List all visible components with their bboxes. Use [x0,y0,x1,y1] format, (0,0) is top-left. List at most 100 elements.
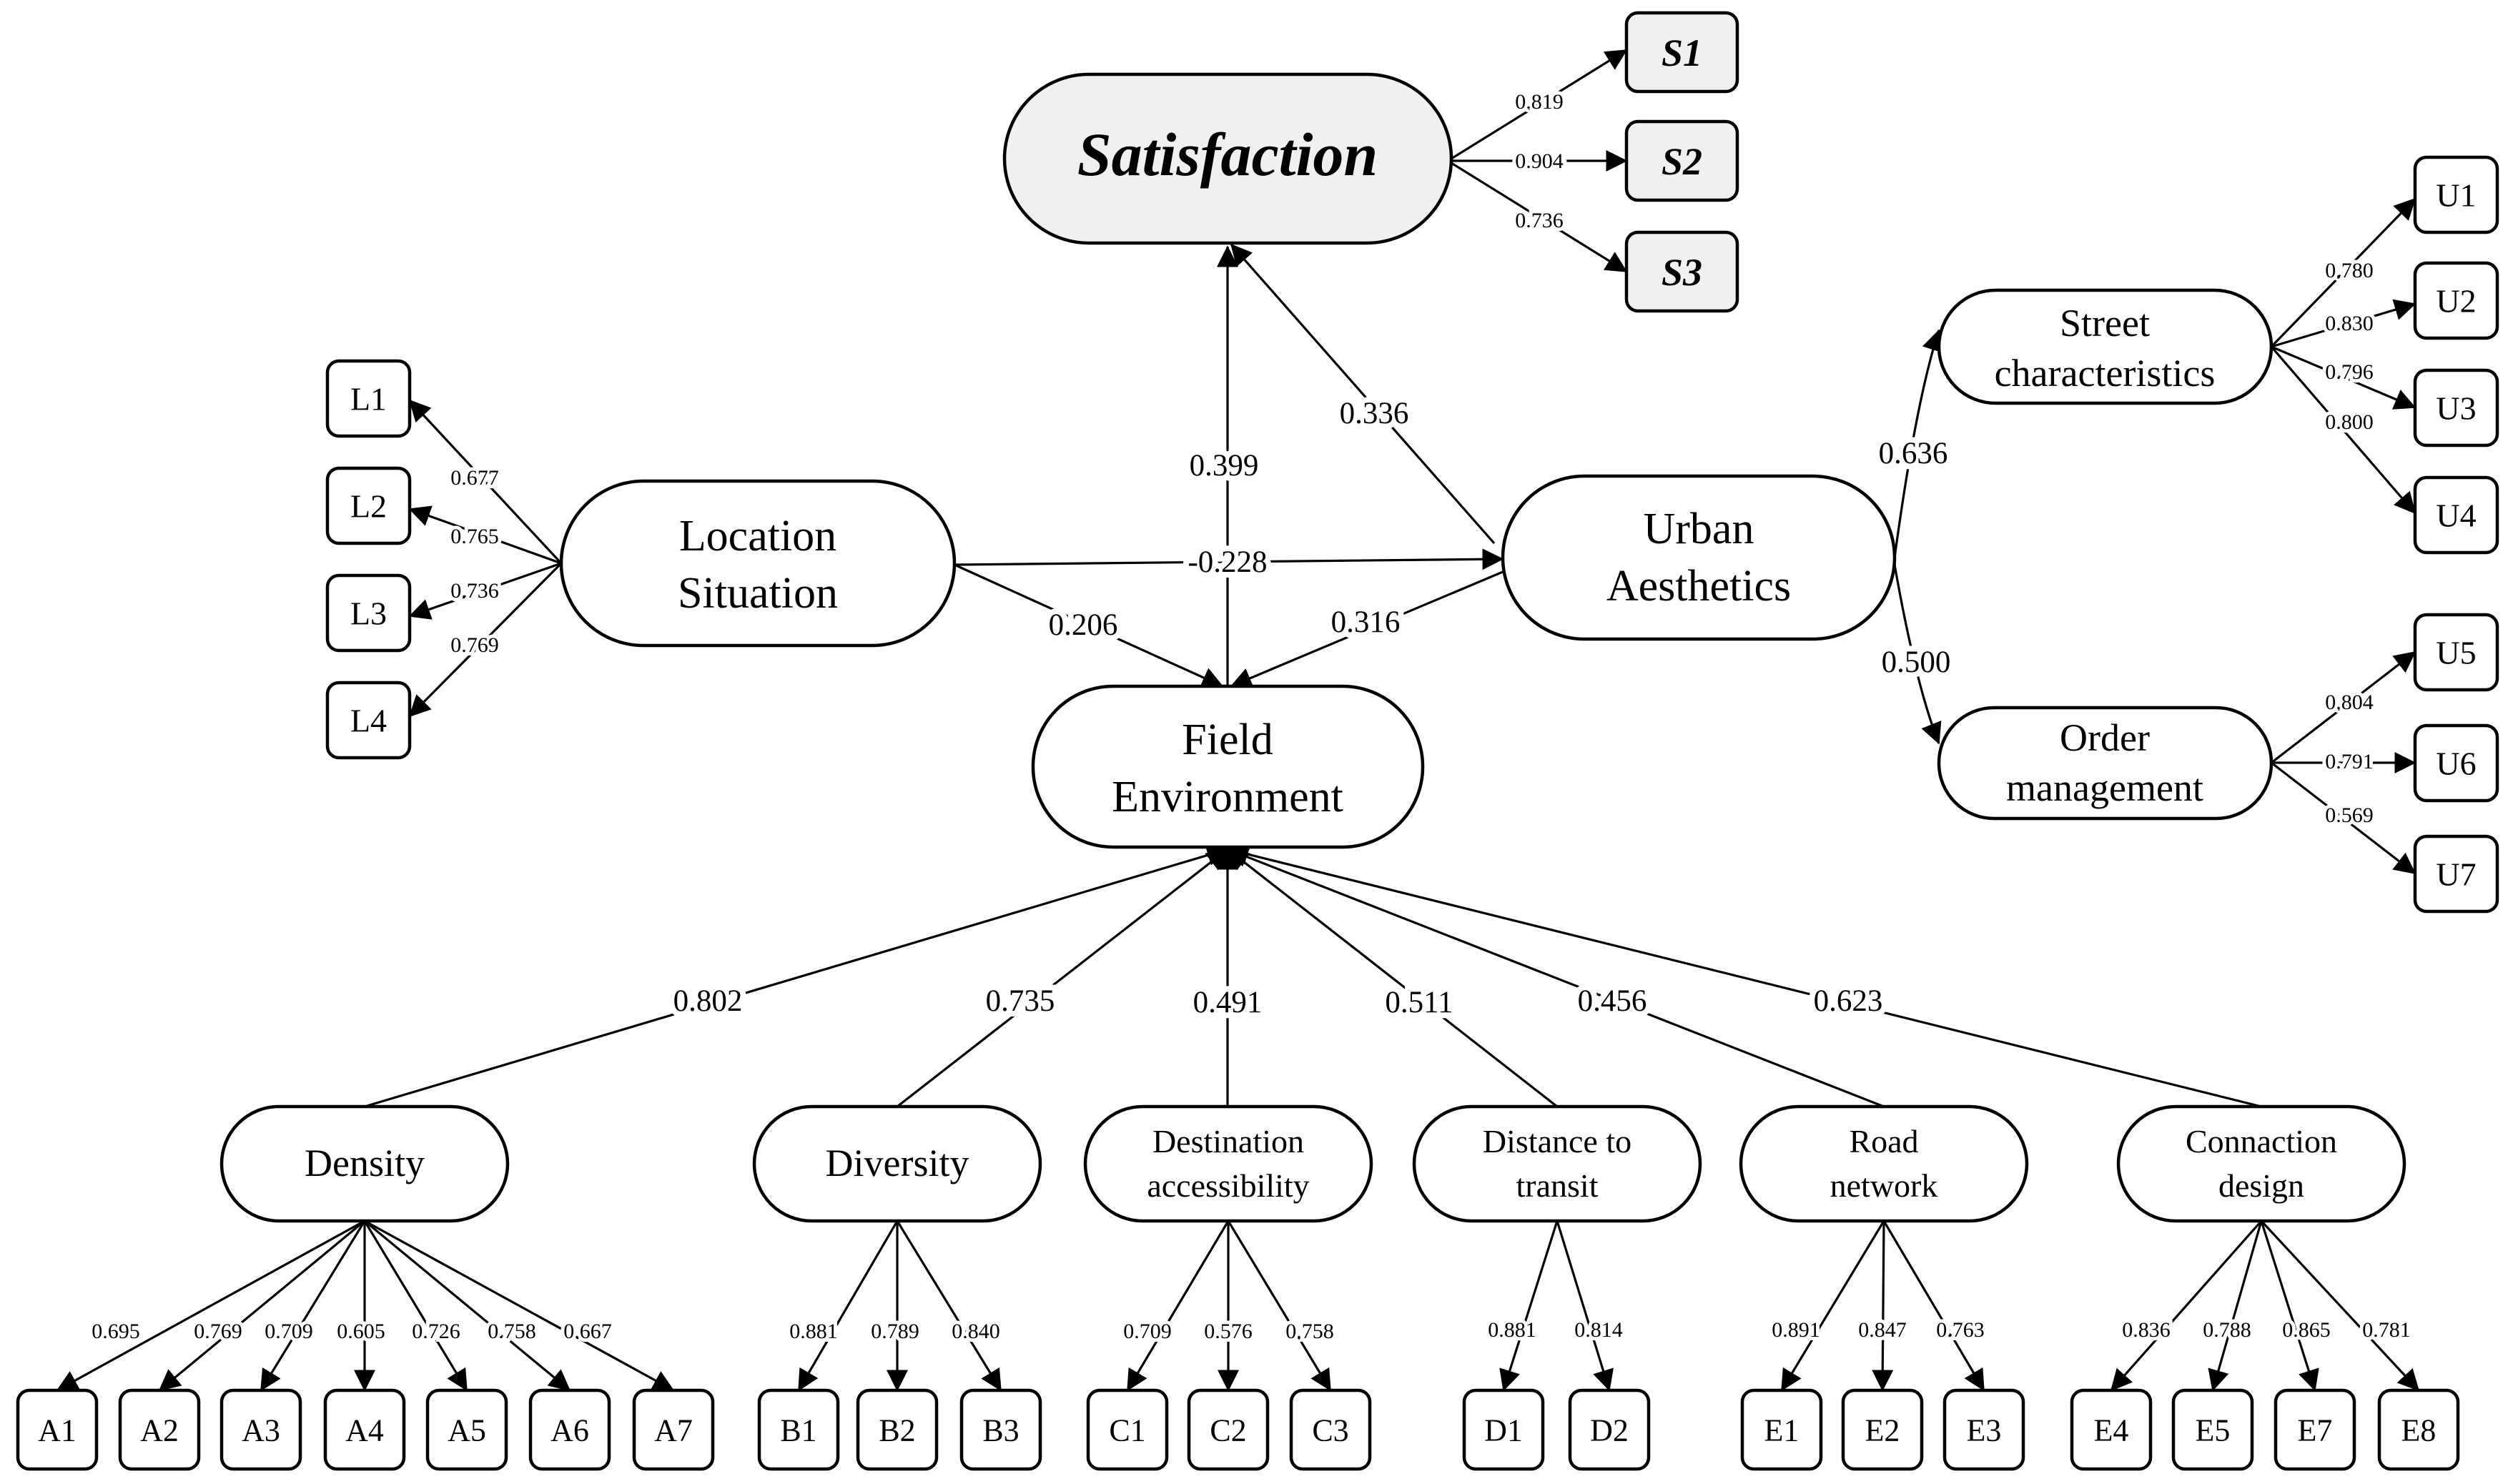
loading-arrow-l3 [408,562,562,620]
path-location-to-field [954,563,1224,688]
indicator-u4: U4 [2413,475,2499,555]
loading-arrow-e2 [1872,1220,1894,1392]
loading-b2: 0.789 [871,1320,919,1343]
construct-location-label-1: Location [679,512,836,560]
construct-connaction-design: Connaction design [2116,1104,2406,1223]
indicator-s3: S3 [1624,230,1739,313]
indicator-a1-label: A1 [38,1413,76,1448]
construct-distance-label-1: Distance to [1483,1123,1631,1159]
loading-u7: 0.569 [2325,803,2374,827]
indicator-e3-label: E3 [1967,1413,2002,1448]
construct-density-label: Density [305,1142,425,1184]
path-location-to-urban [954,548,1504,570]
loading-s2: 0.904 [1515,149,1564,173]
loading-a4: 0.605 [337,1320,385,1343]
loading-arrow-e8 [2260,1220,2420,1392]
loading-a5: 0.726 [412,1320,460,1343]
indicator-u1-label: U1 [2436,177,2476,214]
path-connaction [1226,844,2262,1108]
loading-l4: 0.769 [450,633,499,657]
indicator-e7: E7 [2274,1388,2356,1471]
loading-u5: 0.804 [2325,691,2374,714]
indicator-a2-label: A2 [140,1413,179,1448]
indicator-l2-label: L2 [350,488,387,525]
indicator-e1: E1 [1740,1388,1823,1471]
loading-a6: 0.758 [488,1320,536,1343]
construct-diversity: Diversity [752,1104,1042,1223]
loading-arrow-u3 [2271,345,2416,410]
constructs: Satisfaction Location Situation Urban Ae… [219,72,2406,1223]
construct-distance-to-transit: Distance to transit [1412,1104,1702,1223]
construct-urban-label-2: Aesthetics [1606,562,1791,610]
coef-location-to-urban: -0.228 [1188,545,1267,579]
indicator-a7: A7 [632,1388,715,1471]
indicator-u7-label: U7 [2436,856,2476,893]
loading-s3: 0.736 [1515,209,1564,232]
indicator-b3: B3 [959,1388,1042,1471]
loading-arrow-u4 [2270,345,2416,515]
indicator-l4: L4 [325,681,412,760]
indicator-u1: U1 [2413,155,2499,234]
indicator-l1-label: L1 [350,381,387,417]
loading-c1: 0.709 [1123,1320,1172,1343]
coef-urban-to-satisfaction: 0.336 [1340,397,1409,430]
indicator-a5: A5 [425,1388,508,1471]
loading-u2: 0.830 [2325,312,2374,335]
loading-u3: 0.796 [2325,360,2374,384]
loading-u6: 0.791 [2325,750,2374,773]
coef-destination: 0.491 [1193,986,1263,1019]
indicator-e4: E4 [2070,1388,2153,1471]
indicator-a6-label: A6 [551,1413,589,1448]
construct-connaction-label-1: Connaction [2186,1123,2337,1159]
loading-arrow-e4 [2110,1220,2263,1392]
loading-l2: 0.765 [450,525,499,548]
coef-distance: 0.511 [1385,986,1453,1019]
indicator-c1: C1 [1086,1388,1169,1471]
indicator-l2: L2 [325,466,412,545]
loading-arrow-c1 [1126,1220,1230,1392]
path-urban-to-field [1230,570,1504,688]
indicator-u6-label: U6 [2436,746,2476,782]
loading-l1: 0.677 [450,466,499,490]
indicator-b2: B2 [856,1388,939,1471]
indicator-s2-label: S2 [1662,140,1702,183]
coef-field-to-satisfaction: 0.399 [1190,449,1259,483]
indicator-e8: E8 [2377,1388,2460,1471]
loading-arrow-b3 [896,1220,1002,1392]
indicator-c3-label: C3 [1312,1413,1348,1448]
loading-a2: 0.769 [194,1320,242,1343]
indicator-u3-label: U3 [2436,390,2476,427]
indicator-l3-label: L3 [350,595,387,632]
field-dimension-paths [364,844,2262,1108]
loading-arrow-d1 [1499,1220,1559,1392]
coef-urban-to-field: 0.316 [1331,605,1401,639]
indicator-b1: B1 [757,1388,840,1471]
loading-c3: 0.758 [1285,1320,1334,1343]
construct-destination-accessibility: Destination accessibility [1083,1104,1373,1223]
indicator-a7-label: A7 [654,1413,693,1448]
indicator-l3: L3 [325,573,412,653]
construct-street-label-2: characteristics [1995,352,2216,395]
construct-location-situation: Location Situation [559,479,957,648]
loading-arrow-l4 [408,562,563,718]
indicator-a6: A6 [528,1388,611,1471]
indicator-d2-label: D2 [1590,1413,1629,1448]
indicator-e1-label: E1 [1764,1413,1799,1448]
indicator-s2: S2 [1624,119,1739,202]
indicator-u4-label: U4 [2436,498,2476,534]
loading-arrow-e7 [2260,1220,2319,1392]
construct-satisfaction: Satisfaction [1002,72,1453,245]
loading-e5: 0.788 [2203,1318,2251,1342]
loading-l3: 0.736 [450,579,499,603]
loading-b3: 0.840 [952,1320,1000,1343]
indicator-d1-label: D1 [1484,1413,1523,1448]
loading-d1: 0.881 [1488,1318,1536,1342]
path-density [364,844,1229,1108]
loading-arrow-u2 [2271,299,2416,348]
indicator-s1-label: S1 [1662,31,1702,74]
loading-arrow-a2 [158,1220,366,1392]
loading-arrow-l2 [408,505,562,565]
coef-connaction: 0.623 [1814,984,1883,1018]
